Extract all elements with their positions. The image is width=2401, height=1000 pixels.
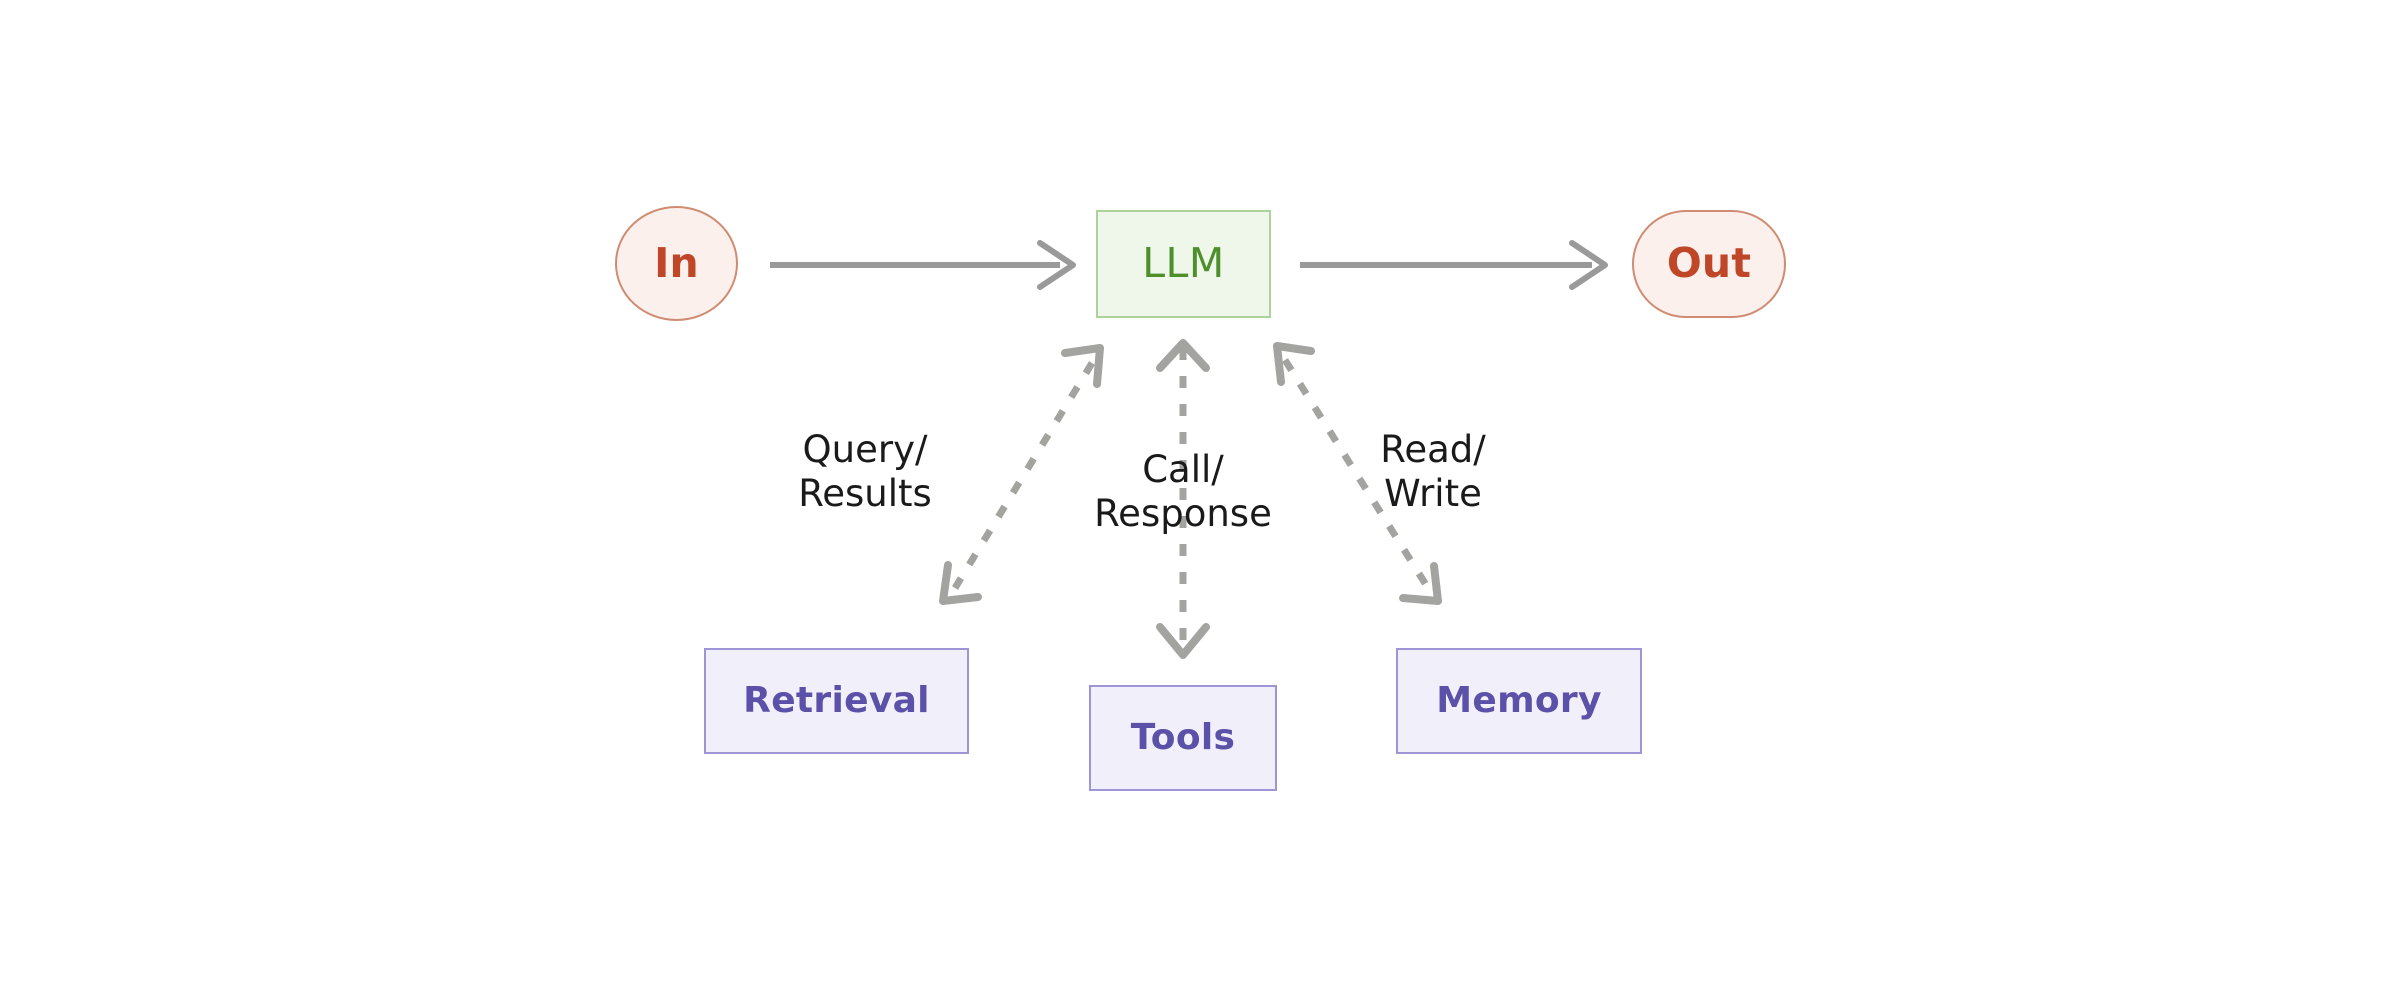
node-llm[interactable]: LLM [1096, 210, 1271, 318]
edge-llm-retrieval-arrowhead-top [1061, 344, 1104, 388]
edge-label-call-response: Call/ Response [1094, 448, 1272, 535]
edge-llm-retrieval-arrowhead-bottom [939, 561, 982, 605]
edge-in-to-llm-arrowhead [1037, 240, 1076, 290]
edge-label-read-write: Read/ Write [1380, 428, 1486, 515]
node-tools-label: Tools [1130, 717, 1236, 759]
edge-llm-tools-arrowhead-bottom [1156, 623, 1210, 659]
edge-label-query-results: Query/ Results [798, 428, 932, 515]
node-retrieval-label: Retrieval [743, 680, 930, 722]
node-memory[interactable]: Memory [1396, 648, 1642, 754]
node-tools[interactable]: Tools [1089, 685, 1277, 791]
node-in[interactable]: In [615, 206, 738, 321]
edge-in-to-llm [770, 240, 1076, 290]
node-in-label: In [654, 238, 699, 287]
node-out[interactable]: Out [1632, 210, 1786, 318]
edge-llm-to-out-arrowhead [1569, 240, 1608, 290]
node-retrieval[interactable]: Retrieval [704, 648, 969, 754]
node-out-label: Out [1666, 239, 1752, 288]
edge-llm-tools-arrowhead-top [1156, 339, 1210, 372]
edge-llm-to-out [1300, 240, 1608, 290]
node-memory-label: Memory [1436, 680, 1602, 722]
node-llm-label: LLM [1142, 239, 1225, 288]
edge-llm-memory-arrowhead-top [1273, 342, 1315, 386]
edge-llm-memory-arrowhead-bottom [1399, 562, 1442, 605]
